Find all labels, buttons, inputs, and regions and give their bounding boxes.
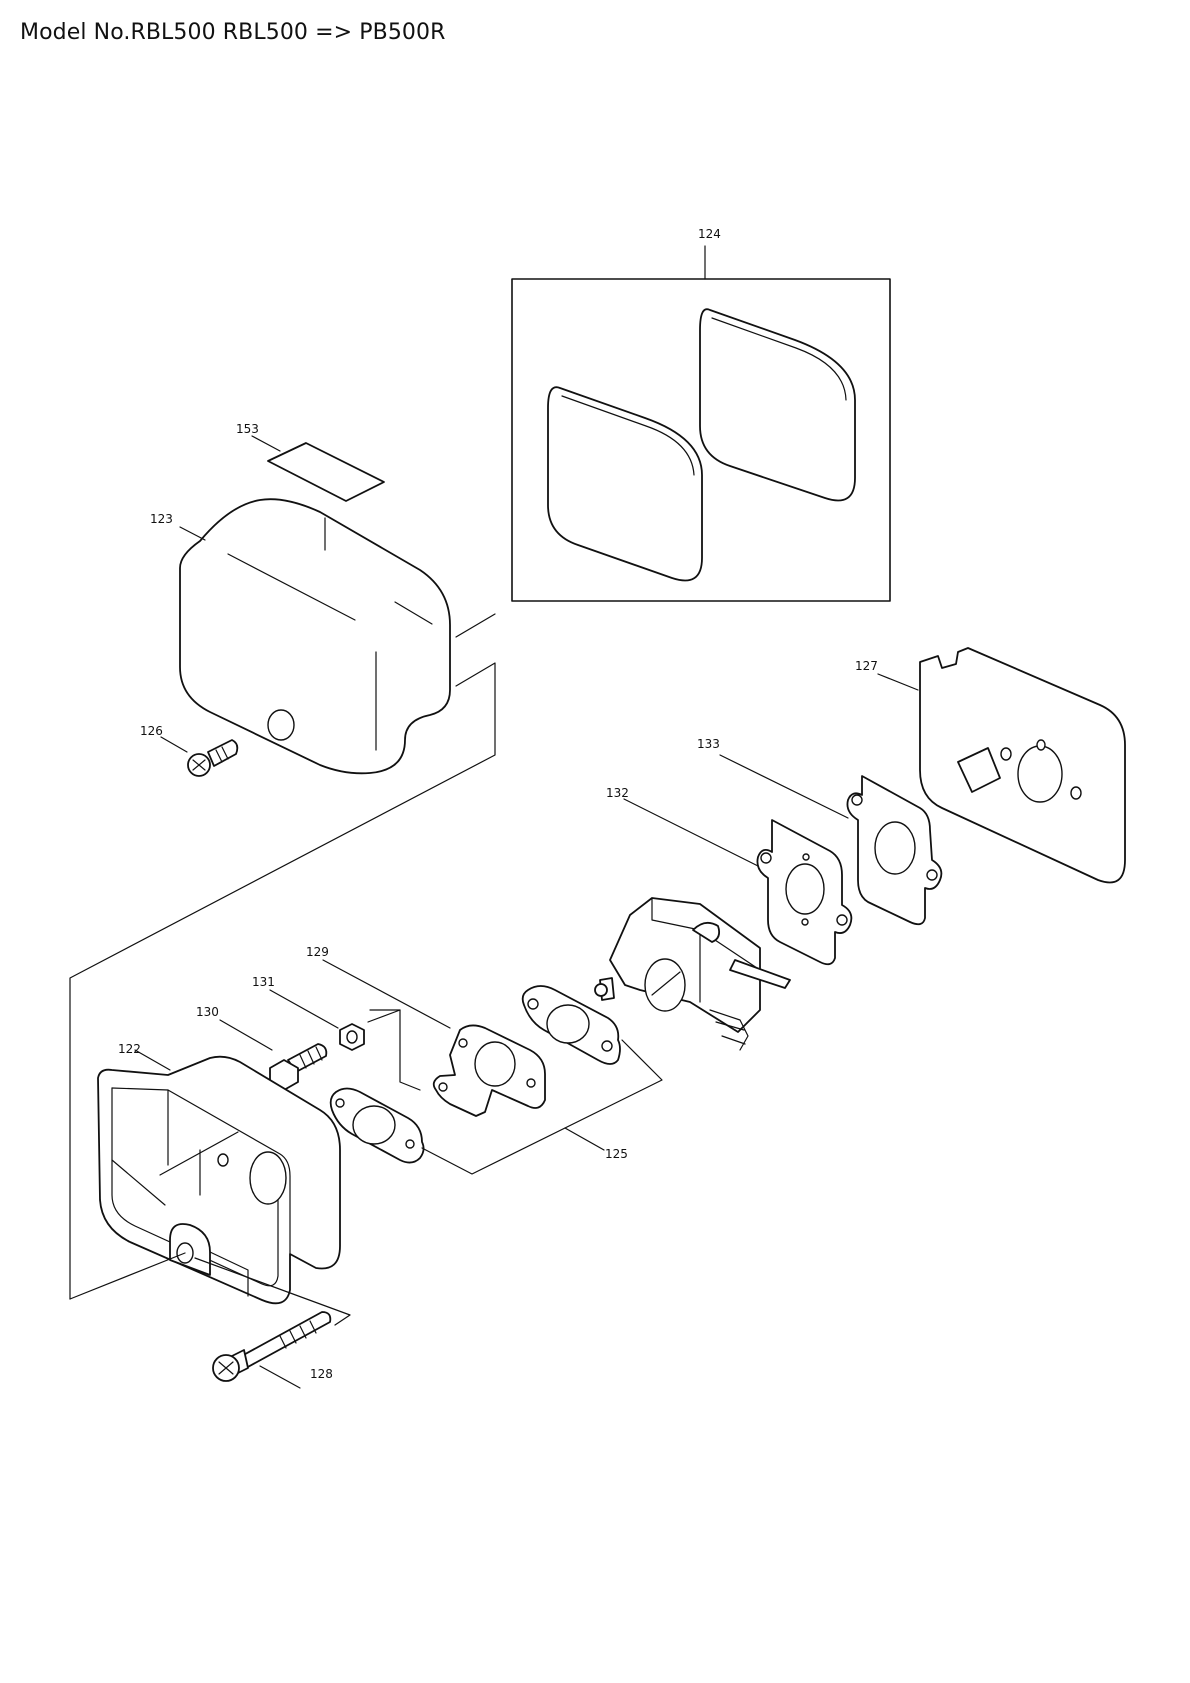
part-126-screw[interactable] [160,736,239,777]
part-129-bracket[interactable] [322,959,546,1117]
part-127-base-plate[interactable] [877,647,1126,884]
label-129: 129 [306,945,329,959]
label-131: 131 [252,975,275,989]
part-carburetor[interactable] [594,897,791,1051]
label-122: 122 [118,1042,141,1056]
part-133-gasket[interactable] [719,754,943,926]
label-127: 127 [855,659,878,673]
part-128-long-bolt[interactable] [212,1311,332,1389]
group-128-callout-lines [69,1252,351,1326]
label-130: 130 [196,1005,219,1019]
group-bracket-lines [69,613,496,1300]
page-title: Model No.RBL500 RBL500 => PB500R [20,20,446,45]
part-131-nut[interactable] [269,989,365,1051]
label-153: 153 [236,422,259,436]
label-124: 124 [698,227,721,241]
part-124-air-filter-element[interactable] [511,245,891,602]
part-125-gasket-left[interactable] [329,1087,425,1164]
group-125-callout-lines [367,1009,663,1175]
label-132: 132 [606,786,629,800]
label-128: 128 [310,1367,333,1381]
part-132-insulator[interactable] [623,798,853,966]
label-123: 123 [150,512,173,526]
part-153-label[interactable] [251,435,385,502]
label-126: 126 [140,724,163,738]
label-133: 133 [697,737,720,751]
label-125: 125 [605,1147,628,1161]
part-122-air-cleaner-case[interactable] [97,1049,341,1305]
part-123-air-cleaner-cover[interactable] [179,498,451,775]
part-130-stud-bolt[interactable] [219,1019,328,1091]
part-125-gasket-right[interactable] [521,985,621,1065]
